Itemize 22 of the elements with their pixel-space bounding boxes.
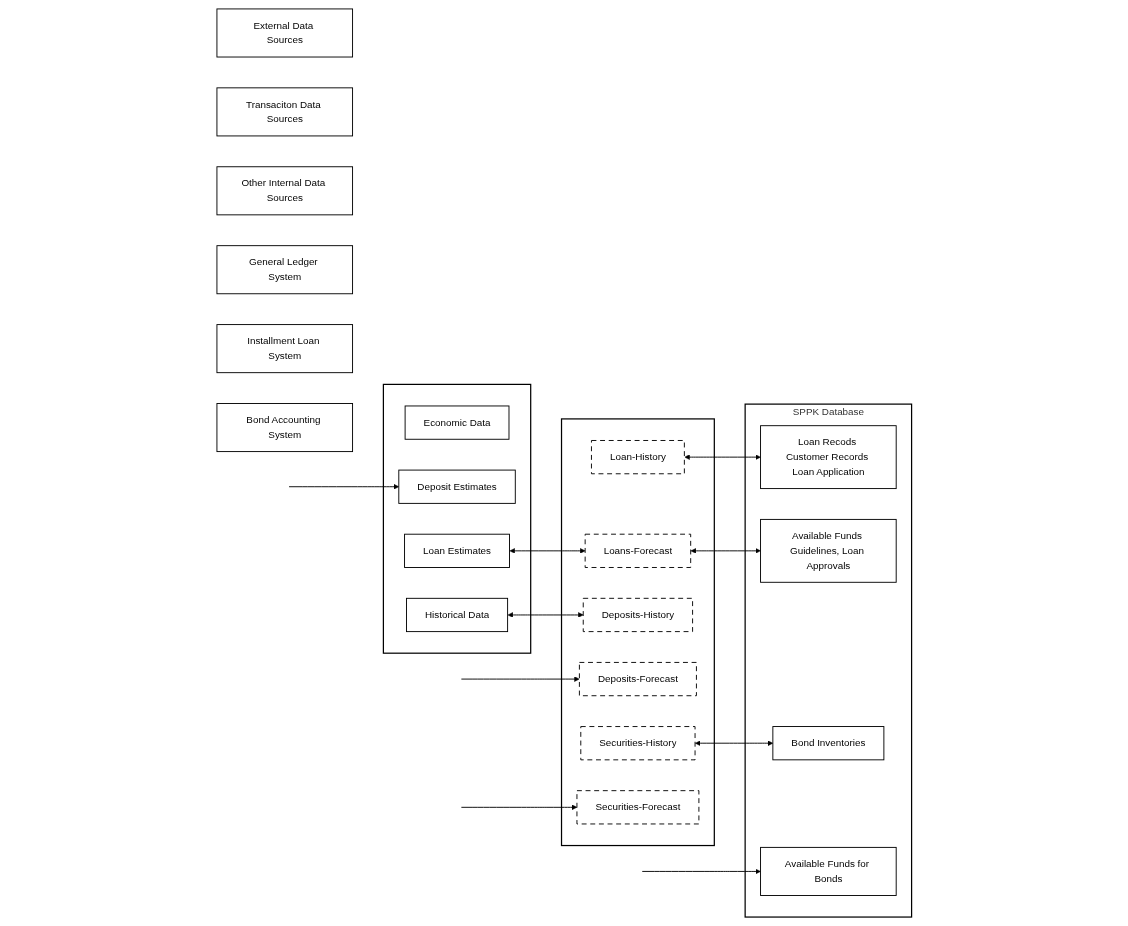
node-box: Other Internal Data Sources bbox=[216, 166, 353, 216]
node-box: Available Funds for Bonds bbox=[759, 846, 897, 896]
cluster bbox=[560, 418, 715, 847]
node-box: Economic Data bbox=[404, 405, 510, 440]
node-box: Deposit Estimates bbox=[398, 469, 516, 504]
node-box: Loans-Forecast bbox=[584, 533, 691, 568]
node-box: Available Funds Guidelines, Loan Approvals bbox=[759, 518, 897, 583]
node-box: General Ledger System bbox=[216, 245, 353, 295]
node-box: Installment Loan System bbox=[216, 324, 353, 374]
node-box: Transaciton Data Sources bbox=[216, 87, 353, 137]
node-box: Loan Recods Customer Records Loan Application bbox=[759, 425, 897, 490]
cluster bbox=[382, 383, 532, 654]
node-box: Securities-History bbox=[580, 726, 696, 761]
node-box: Deposits-Forecast bbox=[578, 661, 697, 697]
node-box: Bond Accounting System bbox=[216, 403, 353, 453]
node-box: Loan Estimates bbox=[403, 533, 510, 568]
node-box: External Data Sources bbox=[216, 8, 353, 58]
node-box: Historical Data bbox=[405, 597, 508, 633]
node-box: Deposits-History bbox=[582, 597, 693, 633]
node-box: Bond Inventories bbox=[772, 726, 885, 761]
node-box: Loan-History bbox=[590, 440, 685, 475]
node-box: Securities-Forecast bbox=[576, 790, 700, 825]
